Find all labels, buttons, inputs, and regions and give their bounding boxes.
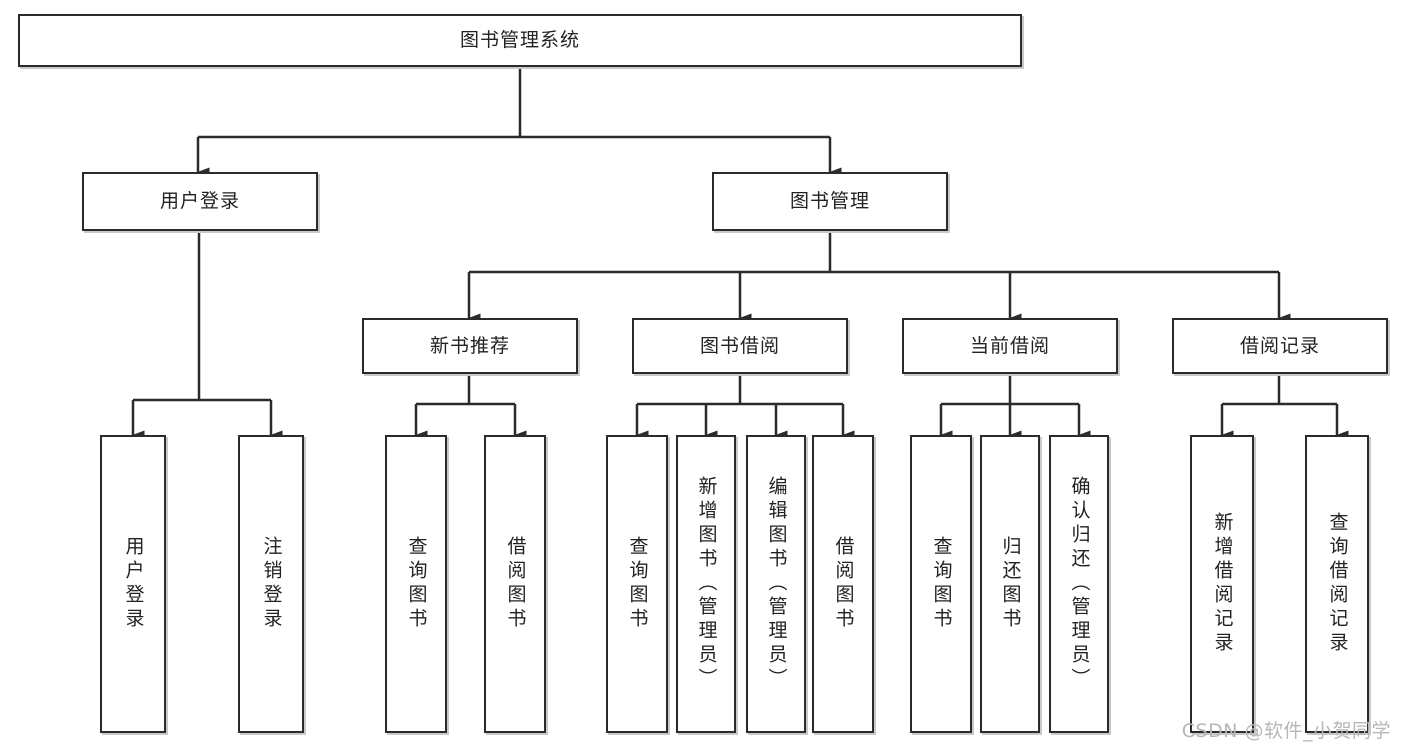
node-leaf-add-record-label: 新增借阅记录 <box>1211 512 1234 656</box>
node-new-book-recommend-label: 新书推荐 <box>429 334 510 357</box>
node-leaf-borrow-book-1-label: 借阅图书 <box>504 536 527 632</box>
node-borrow-record[interactable]: 借阅记录 <box>1172 318 1388 374</box>
node-leaf-confirm-return[interactable]: 确认归还（管理员） <box>1049 435 1109 733</box>
node-root-label: 图书管理系统 <box>459 29 580 52</box>
node-leaf-logout-login[interactable]: 注销登录 <box>238 435 304 733</box>
node-leaf-add-book-label: 新增图书（管理员） <box>695 476 718 692</box>
node-leaf-query-book-2-label: 查询图书 <box>626 536 649 632</box>
node-current-borrow-label: 当前借阅 <box>969 334 1050 357</box>
node-user-login-label: 用户登录 <box>159 190 240 213</box>
node-book-manage[interactable]: 图书管理 <box>712 172 948 231</box>
node-leaf-return-book-label: 归还图书 <box>999 536 1022 632</box>
node-new-book-recommend[interactable]: 新书推荐 <box>362 318 578 374</box>
node-leaf-query-record-label: 查询借阅记录 <box>1326 512 1349 656</box>
node-leaf-borrow-book-2-label: 借阅图书 <box>832 536 855 632</box>
node-leaf-query-book-2[interactable]: 查询图书 <box>606 435 668 733</box>
node-leaf-logout-login-label: 注销登录 <box>260 536 283 632</box>
node-book-borrow[interactable]: 图书借阅 <box>632 318 848 374</box>
node-leaf-user-login[interactable]: 用户登录 <box>100 435 166 733</box>
node-leaf-user-login-label: 用户登录 <box>122 536 145 632</box>
node-leaf-query-book-3-label: 查询图书 <box>930 536 953 632</box>
node-book-borrow-label: 图书借阅 <box>699 334 780 357</box>
node-leaf-add-book[interactable]: 新增图书（管理员） <box>676 435 736 733</box>
node-leaf-add-record[interactable]: 新增借阅记录 <box>1190 435 1254 733</box>
node-book-manage-label: 图书管理 <box>789 190 870 213</box>
node-leaf-query-book-1-label: 查询图书 <box>405 536 428 632</box>
node-leaf-query-record[interactable]: 查询借阅记录 <box>1305 435 1369 733</box>
node-current-borrow[interactable]: 当前借阅 <box>902 318 1118 374</box>
node-borrow-record-label: 借阅记录 <box>1239 334 1320 357</box>
node-leaf-borrow-book-2[interactable]: 借阅图书 <box>812 435 874 733</box>
node-root[interactable]: 图书管理系统 <box>18 14 1022 67</box>
node-leaf-borrow-book-1[interactable]: 借阅图书 <box>484 435 546 733</box>
node-user-login[interactable]: 用户登录 <box>82 172 318 231</box>
node-leaf-return-book[interactable]: 归还图书 <box>980 435 1040 733</box>
node-leaf-edit-book-label: 编辑图书（管理员） <box>765 476 788 692</box>
node-leaf-edit-book[interactable]: 编辑图书（管理员） <box>746 435 806 733</box>
node-leaf-confirm-return-label: 确认归还（管理员） <box>1068 476 1091 692</box>
node-leaf-query-book-3[interactable]: 查询图书 <box>910 435 972 733</box>
node-leaf-query-book-1[interactable]: 查询图书 <box>385 435 447 733</box>
